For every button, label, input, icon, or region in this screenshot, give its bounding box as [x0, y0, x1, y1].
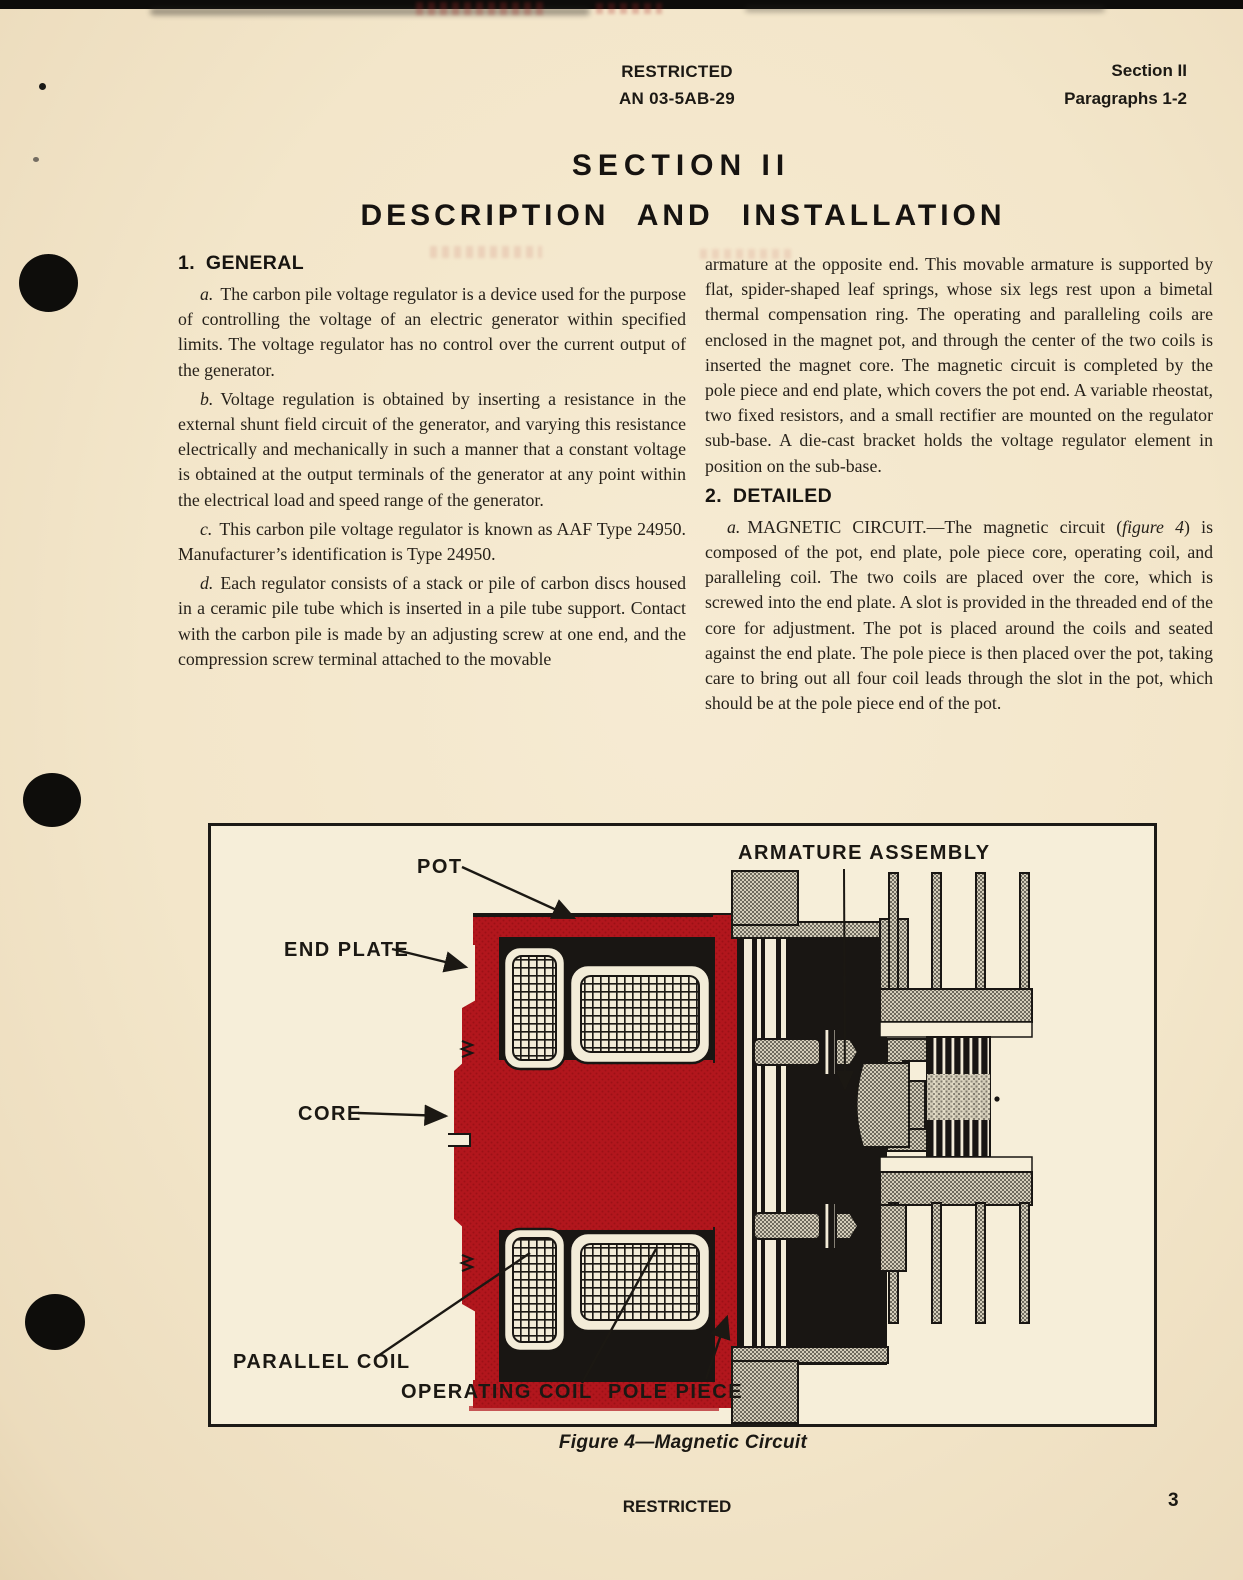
paragraph-magnetic-circuit: a.MAGNETIC CIRCUIT.—The magnetic circuit… — [705, 516, 1213, 714]
adjusting-screw-bottom — [753, 1202, 860, 1250]
paper-fleck — [33, 157, 39, 162]
core-shape — [448, 1060, 713, 1230]
print-speck — [994, 1096, 1000, 1102]
paragraph-letter: b. — [200, 388, 214, 409]
pole-piece-ring — [713, 915, 737, 1408]
figure-reference: figure 4 — [1122, 516, 1185, 537]
label-armature-assembly: ARMATURE ASSEMBLY — [738, 842, 991, 864]
figure-caption: Figure 4—Magnetic Circuit — [558, 1432, 808, 1453]
heading-detailed: 2. DETAILED — [705, 484, 833, 507]
fin-comb-bottom — [879, 1171, 1033, 1324]
label-core: CORE — [298, 1103, 362, 1125]
paragraph-letter: c. — [200, 518, 213, 539]
label-pole-piece: POLE PIECE — [608, 1381, 743, 1403]
air-gap-top — [879, 1021, 1033, 1038]
paragraph-c: c.This carbon pile voltage regulator is … — [178, 518, 686, 565]
section-ref: Section II — [1111, 61, 1187, 80]
paragraph-continued: armature at the opposite end. This movab… — [705, 254, 1213, 476]
carbon-pile — [926, 1036, 991, 1158]
heading-general: 1. GENERAL — [178, 252, 305, 274]
hole-punch — [19, 254, 78, 312]
parallel-coil-top — [502, 945, 567, 1071]
ink-bleedthrough — [416, 2, 548, 15]
paragraph-a: a.The carbon pile voltage regulator is a… — [178, 284, 686, 380]
body-columns: 1. GENERAL a.The carbon pile voltage reg… — [178, 252, 1213, 820]
page-number: 3 — [1168, 1490, 1179, 1511]
footer-restricted: RESTRICTED — [622, 1497, 732, 1516]
paragraph-b: b.Voltage regulation is obtained by inse… — [178, 388, 686, 510]
operating-coil-top — [568, 963, 712, 1065]
label-parallel-coil: PARALLEL COIL — [233, 1351, 411, 1373]
magnetic-circuit-diagram: POT ARMATURE ASSEMBLY END PLATE CORE PAR… — [208, 823, 1157, 1427]
figure-4-magnetic-circuit: POT ARMATURE ASSEMBLY END PLATE CORE PAR… — [208, 823, 1157, 1427]
paragraph-letter: a. — [727, 516, 741, 537]
parallel-coil-bottom — [502, 1227, 567, 1353]
hole-punch — [23, 773, 81, 827]
right-column: armature at the opposite end. This movab… — [705, 252, 1213, 820]
doc-number: AN 03-5AB-29 — [618, 89, 736, 108]
header-right: Section II Paragraphs 1-2 — [1064, 57, 1187, 113]
thread-detail — [459, 1253, 475, 1273]
label-operating-coil: OPERATING COIL — [401, 1381, 593, 1403]
armature-hub — [855, 1062, 910, 1148]
figure-labels: POT ARMATURE ASSEMBLY END PLATE CORE PAR… — [233, 842, 991, 1403]
adjusting-screw-top — [753, 1028, 860, 1076]
header-center: RESTRICTED AN 03-5AB-29 — [619, 58, 735, 112]
paper-fleck — [39, 83, 46, 90]
scan-smudge — [745, 6, 1105, 12]
armature-clamp-top — [731, 870, 799, 926]
armature-assembly-group — [731, 870, 1033, 1424]
paragraph-letter: a. — [200, 284, 214, 304]
section-subtitle: DESCRIPTION AND INSTALLATION — [360, 199, 1006, 232]
fin-comb-top — [879, 872, 1033, 1023]
left-column: 1. GENERAL a.The carbon pile voltage reg… — [178, 252, 686, 820]
scan-edge-bar — [0, 0, 1243, 9]
thread-detail — [459, 1039, 475, 1059]
paragraph-letter: d. — [200, 573, 214, 594]
paragraph-d: d.Each regulator consists of a stack or … — [178, 573, 686, 669]
ink-bleedthrough — [430, 246, 542, 258]
ink-bleedthrough — [700, 249, 792, 259]
label-end-plate: END PLATE — [284, 939, 409, 961]
pot-assembly — [448, 913, 739, 1411]
section-title: SECTION II — [571, 149, 791, 182]
operating-coil-bottom — [568, 1231, 712, 1333]
air-gap-bottom — [879, 1156, 1033, 1173]
leaf-spring-stack — [737, 918, 790, 1365]
paragraph-ref: Paragraphs 1-2 — [1064, 89, 1187, 108]
label-pot: POT — [417, 856, 463, 878]
scan-smudge — [150, 8, 590, 15]
ink-bleedthrough — [596, 3, 662, 14]
hole-punch — [25, 1294, 85, 1350]
restricted-stamp: RESTRICTED — [621, 62, 733, 81]
armature-clamp-bottom — [731, 1360, 799, 1424]
